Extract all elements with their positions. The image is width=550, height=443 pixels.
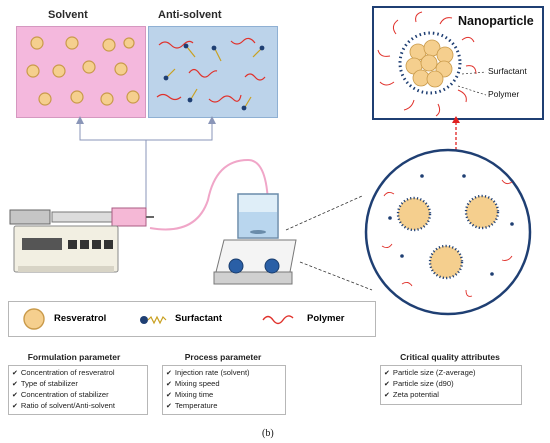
legend-bar: Resveratrol Surfactant Polymer bbox=[8, 301, 376, 337]
process-list: Injection rate (solvent) Mixing speed Mi… bbox=[166, 368, 282, 412]
syringe-pump bbox=[9, 207, 154, 273]
figure-caption: (b) bbox=[262, 428, 274, 439]
quality-box: Particle size (Z-average) Particle size … bbox=[380, 365, 522, 405]
list-item: Temperature bbox=[166, 401, 282, 412]
solvent-label: Solvent bbox=[48, 9, 88, 21]
injection-tubing bbox=[149, 158, 270, 231]
antisolvent-panel bbox=[148, 26, 278, 118]
nanoparticle-illustration bbox=[377, 11, 487, 117]
nanoparticle-title: Nanoparticle bbox=[458, 14, 534, 28]
list-item: Zeta potential bbox=[384, 390, 518, 401]
polymer-callout: Polymer bbox=[488, 89, 520, 99]
list-item: Type of stabilizer bbox=[12, 379, 144, 390]
nanoparticle-frame: Nanoparticle Surfactant Polymer bbox=[372, 6, 544, 120]
process-title: Process parameter bbox=[184, 352, 262, 362]
quality-title: Critical quality attributes bbox=[400, 352, 500, 362]
polymer-legend-icon bbox=[262, 315, 294, 325]
zoom-line-lower bbox=[299, 261, 373, 291]
list-item: Injection rate (solvent) bbox=[166, 368, 282, 379]
legend-polymer: Polymer bbox=[307, 313, 345, 324]
legend-surfactant: Surfactant bbox=[175, 313, 222, 324]
sampling-line-solvent bbox=[79, 118, 147, 208]
process-box: Injection rate (solvent) Mixing speed Mi… bbox=[162, 365, 286, 415]
resveratrol-legend-icon bbox=[23, 308, 45, 330]
zoom-line-upper bbox=[285, 195, 363, 231]
resveratrol-particles bbox=[26, 36, 140, 106]
nanoparticle-zoom-circle bbox=[364, 148, 532, 316]
magnetic-stirrer bbox=[213, 193, 297, 285]
antisolvent-label: Anti-solvent bbox=[158, 9, 222, 21]
list-item: Particle size (d90) bbox=[384, 379, 518, 390]
arrow-up-antisolvent bbox=[208, 116, 216, 124]
formulation-box: Concentration of resveratrol Type of sta… bbox=[8, 365, 148, 415]
arrow-up-solvent bbox=[76, 116, 84, 124]
quality-list: Particle size (Z-average) Particle size … bbox=[384, 368, 518, 401]
list-item: Concentration of resveratrol bbox=[12, 368, 144, 379]
formulation-list: Concentration of resveratrol Type of sta… bbox=[12, 368, 144, 412]
polymer-surfactant-mixture bbox=[156, 37, 266, 111]
list-item: Mixing time bbox=[166, 390, 282, 401]
list-item: Particle size (Z-average) bbox=[384, 368, 518, 379]
solvent-panel bbox=[16, 26, 146, 118]
legend-resveratrol: Resveratrol bbox=[54, 313, 107, 324]
list-item: Mixing speed bbox=[166, 379, 282, 390]
surfactant-callout: Surfactant bbox=[488, 66, 527, 76]
list-item: Concentration of stabilizer bbox=[12, 390, 144, 401]
sampling-line-antisolvent bbox=[146, 118, 213, 141]
surfactant-legend-icon bbox=[140, 315, 167, 325]
formulation-title: Formulation parameter bbox=[27, 352, 121, 362]
list-item: Ratio of solvent/Anti-solvent bbox=[12, 401, 144, 412]
